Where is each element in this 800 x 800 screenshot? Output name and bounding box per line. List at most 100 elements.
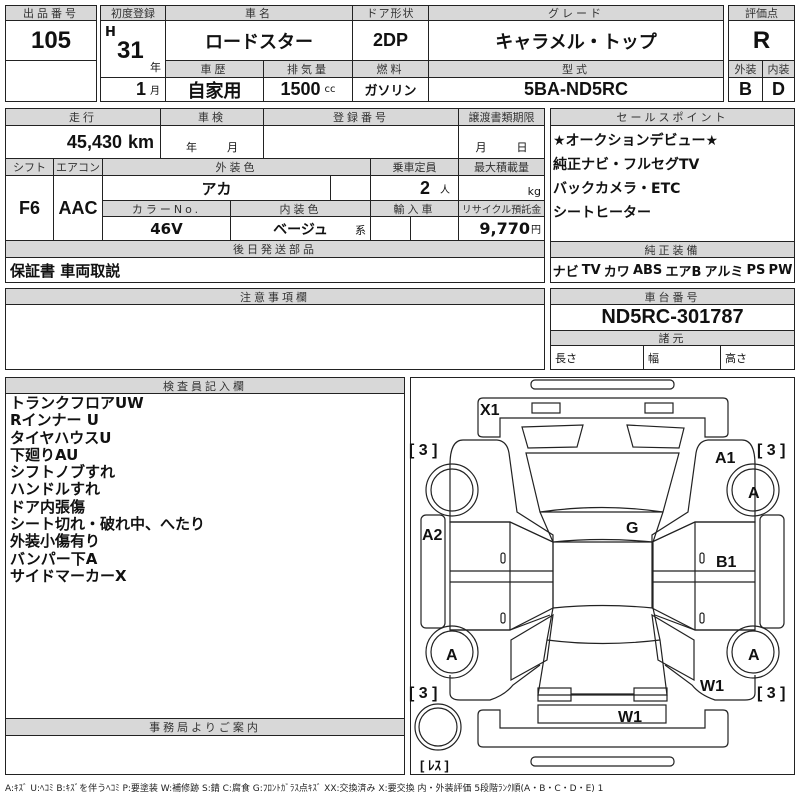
sales-point: 純正ナビ・フルセグTV	[553, 157, 700, 173]
office-content	[5, 735, 405, 775]
rear-bumper	[477, 709, 729, 748]
notes-label: 注意事項欄	[5, 288, 545, 305]
inspector-note: タイヤハウスU	[10, 428, 112, 447]
year: 31	[117, 37, 144, 64]
tread-rr: [ 3 ]	[757, 685, 785, 702]
handle	[699, 612, 705, 624]
car-diagram-svg: X1 [ 3 ] [ 3 ] [ 3 ] [ 3 ] A1 A A2 G B1 …	[409, 379, 785, 773]
equipment-item: ABS	[632, 262, 663, 278]
recycle-label: リサイクル預託金	[458, 200, 545, 217]
car-name-label: 車名	[165, 5, 353, 21]
mark-x1: X1	[480, 402, 500, 419]
hood	[525, 452, 680, 513]
handle	[500, 612, 506, 624]
equipment-list: ナビ TV カワ ABS エアB アルミ PS PW	[550, 257, 795, 283]
ext-color-extra	[330, 175, 371, 201]
equipment-item: エアB	[665, 264, 702, 280]
wheel-fl	[425, 463, 479, 517]
chassis-label: 車台番号	[550, 288, 795, 305]
rear-fender-left	[449, 614, 551, 701]
year-unit: 年	[150, 61, 161, 74]
front-bumper	[477, 397, 729, 438]
equipment-item: PS	[746, 262, 766, 278]
score-value: R	[728, 20, 795, 61]
lot-empty	[5, 60, 97, 102]
wheel-rr	[726, 625, 780, 679]
recycle-value: 9,770	[479, 219, 530, 238]
tread-rl: [ 3 ]	[409, 685, 437, 702]
mark-wheel-rr: A	[748, 647, 760, 664]
inspection-label: 車検	[160, 108, 264, 126]
trunk-deck	[537, 607, 668, 696]
equipment-label: 純正装備	[550, 241, 795, 258]
office-label: 事務局よりご案内	[5, 718, 405, 736]
cowl	[521, 424, 685, 449]
inspector-note: ハンドルすれ	[10, 480, 101, 499]
inspector-note: 外装小傷有り	[10, 532, 101, 551]
door-right	[651, 521, 756, 631]
doors-label: ドア形状	[352, 5, 429, 21]
ext-color-label: 外装色	[102, 158, 371, 176]
max-load-label: 最大積載量	[458, 158, 545, 176]
recycle-unit: 円	[531, 225, 541, 236]
specs-label: 諸元	[550, 330, 795, 346]
wheel-rl-inner	[430, 630, 474, 674]
wheel-rr-inner	[731, 630, 775, 674]
wheel-fl-inner	[430, 468, 474, 512]
history-label: 車歴	[165, 60, 264, 78]
rear-fender-right	[654, 614, 756, 701]
sill-left	[420, 514, 446, 629]
transfer-deadline-label: 譲渡書類期限	[458, 108, 545, 126]
aircon-value: AAC	[53, 175, 103, 241]
model-code-label: 型式	[428, 60, 724, 78]
chassis-number: ND5RC-301787	[550, 304, 795, 331]
sales-points-label: セールスポイント	[550, 108, 795, 126]
mark-b1: B1	[716, 554, 737, 571]
roof	[539, 511, 664, 609]
month: 1	[135, 79, 146, 99]
inspection-month-unit: 月	[227, 141, 238, 154]
inspector-label: 検査員記入欄	[5, 377, 405, 394]
sales-point: バックカメラ・ETC	[553, 181, 681, 197]
sill-right	[759, 514, 785, 629]
damage-diagram: X1 [ 3 ] [ 3 ] [ 3 ] [ 3 ] A1 A A2 G B1 …	[409, 377, 795, 775]
inspection: 年月	[160, 125, 264, 159]
color-no-value: 46V	[102, 216, 231, 241]
legend: A:ｷｽﾞ U:ﾍｺﾐ B:ｷｽﾞを伴うﾍｺﾐ P:要塗装 W:補修跡 S:錆 …	[5, 784, 604, 794]
equipment-item: カワ	[603, 264, 630, 280]
equipment-item: PW	[768, 262, 793, 278]
rear-bar	[530, 756, 675, 767]
equipment-item: ナビ	[552, 264, 579, 280]
capacity-unit: 人	[440, 184, 450, 196]
mark-w1-rear: W1	[618, 709, 642, 726]
interior-label: 内装	[762, 60, 795, 78]
int-color-suffix: 系	[355, 224, 366, 237]
color-no-label: カラーNo.	[102, 200, 231, 217]
equipment-item: TV	[581, 262, 601, 278]
front-fender-left	[449, 439, 554, 543]
grade-value: キャラメル・トップ	[428, 20, 724, 61]
wheel-fr-inner	[731, 468, 775, 512]
front-fender-right	[651, 439, 756, 543]
lot-number: 105	[5, 20, 97, 61]
mark-w1-side: W1	[700, 678, 724, 695]
era: H	[105, 25, 116, 40]
mark-g: G	[626, 520, 638, 537]
displacement-label: 排気量	[263, 60, 353, 78]
mark-wheel-rl: A	[446, 647, 458, 664]
interior-grade: D	[762, 77, 795, 102]
inspection-year-unit: 年	[186, 141, 197, 154]
headlight-right	[644, 402, 674, 414]
deadline-month-unit: 月	[475, 141, 487, 154]
handle	[500, 552, 506, 564]
inspector-note: ドア内張傷	[10, 497, 86, 516]
sales-points-list: ★オークションデビュー★ 純正ナビ・フルセグTV バックカメラ・ETC シートヒ…	[550, 125, 795, 242]
mark-a2: A2	[422, 527, 443, 544]
mileage-unit: km	[127, 131, 154, 152]
first-reg-label: 初度登録	[100, 5, 166, 21]
inspector-note: サイドマーカーX	[10, 566, 127, 585]
